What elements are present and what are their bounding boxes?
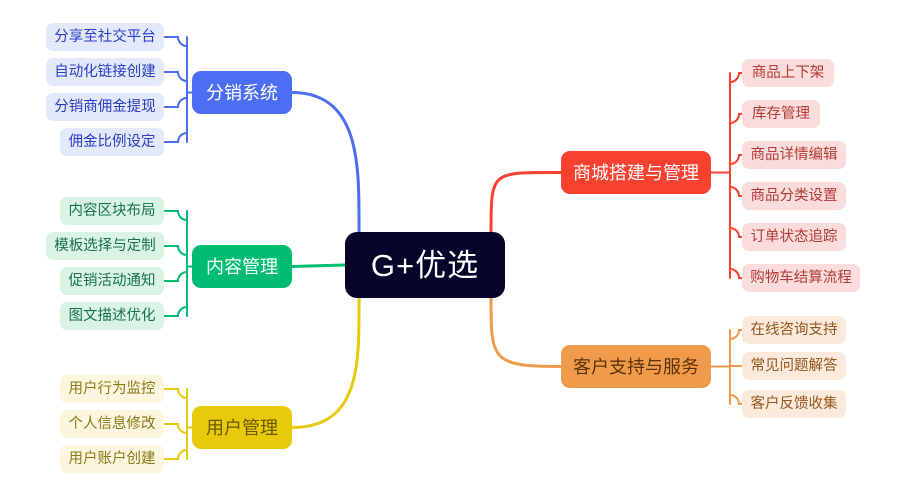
leaf-node-support-2[interactable]: 客户反馈收集	[742, 390, 846, 418]
leaf-node-mall-1[interactable]: 库存管理	[742, 100, 820, 128]
leaf-node-distribution-2[interactable]: 分销商佣金提现	[46, 93, 164, 121]
leaf-node-distribution-0[interactable]: 分享至社交平台	[46, 23, 164, 51]
central-node[interactable]: G+优选	[345, 232, 505, 298]
leaf-node-user-1[interactable]: 个人信息修改	[60, 410, 164, 438]
connector-line	[163, 36, 188, 47]
leaf-node-content-1[interactable]: 模板选择与定制	[46, 232, 164, 260]
leaf-node-support-0[interactable]: 在线咨询支持	[742, 316, 846, 344]
branch-node-support[interactable]: 客户支持与服务	[561, 345, 711, 388]
leaf-node-mall-3[interactable]: 商品分类设置	[742, 182, 846, 210]
leaf-node-mall-5[interactable]: 购物车结算流程	[742, 264, 860, 292]
connector-line	[729, 113, 743, 124]
branch-node-distribution[interactable]: 分销系统	[192, 71, 292, 114]
leaf-node-distribution-1[interactable]: 自动化链接创建	[46, 58, 164, 86]
leaf-node-distribution-3[interactable]: 佣金比例设定	[60, 128, 164, 156]
leaf-node-content-2[interactable]: 促销活动通知	[60, 267, 164, 295]
connector-line	[729, 268, 743, 279]
leaf-node-content-3[interactable]: 图文描述优化	[60, 302, 164, 330]
connector-line	[290, 91, 361, 234]
connector-line	[163, 271, 188, 282]
connector-line	[729, 154, 743, 165]
connector-line	[729, 186, 743, 197]
leaf-node-user-2[interactable]: 用户账户创建	[60, 445, 164, 473]
connector-line	[729, 329, 743, 340]
connector-line	[290, 296, 361, 429]
connector-line	[489, 170, 563, 234]
connector-line	[163, 388, 188, 399]
connector-line	[163, 245, 188, 256]
leaf-node-support-1[interactable]: 常见问题解答	[742, 352, 846, 380]
leaf-node-mall-0[interactable]: 商品上下架	[742, 59, 834, 87]
connector-line	[729, 394, 743, 405]
connector-line	[163, 306, 188, 317]
leaf-node-user-0[interactable]: 用户行为监控	[60, 375, 164, 403]
connector-line	[163, 97, 188, 108]
connector-line	[163, 423, 188, 434]
leaf-node-mall-4[interactable]: 订单状态追踪	[742, 223, 846, 251]
connector-line	[163, 449, 188, 460]
branch-node-user[interactable]: 用户管理	[192, 406, 292, 449]
connector-line	[163, 132, 188, 143]
connector-line	[163, 210, 188, 221]
leaf-node-content-0[interactable]: 内容区块布局	[60, 197, 164, 225]
leaf-node-mall-2[interactable]: 商品详情编辑	[742, 141, 846, 169]
connector-line	[729, 72, 743, 83]
branch-node-mall[interactable]: 商城搭建与管理	[561, 151, 711, 194]
connector-line	[489, 296, 563, 368]
connector-line	[290, 263, 347, 268]
connector-line	[163, 71, 188, 82]
branch-node-content[interactable]: 内容管理	[192, 245, 292, 288]
connector-line	[729, 227, 743, 238]
